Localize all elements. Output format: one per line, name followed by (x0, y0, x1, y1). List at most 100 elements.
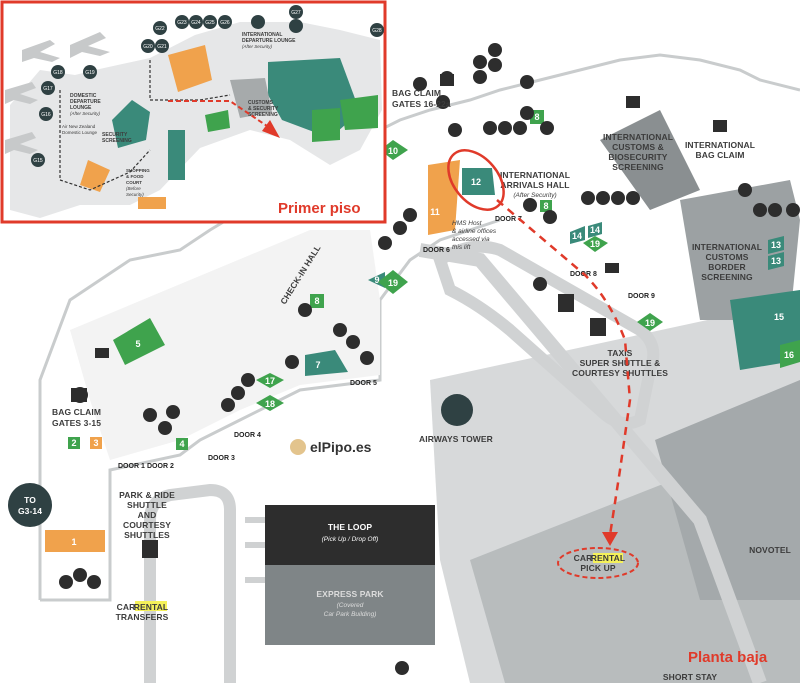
svg-text:(After Security): (After Security) (242, 44, 273, 49)
marker-8c[interactable]: 8 (540, 200, 552, 212)
svg-text:TAXIS: TAXIS (608, 348, 633, 358)
svg-text:18: 18 (265, 399, 275, 409)
svg-text:SHUTTLES: SHUTTLES (124, 530, 170, 540)
inset-orange-lounge (168, 45, 212, 92)
marker-10[interactable]: 10 (380, 140, 408, 160)
inset-air-nz-label: Air New Zealand Domestic Lounge (62, 124, 98, 135)
inset-orange-bottom (138, 197, 166, 209)
svg-text:G26: G26 (220, 20, 230, 26)
svg-text:SHUTTLE: SHUTTLE (127, 500, 167, 510)
svg-text:19: 19 (388, 278, 398, 288)
marker-12[interactable]: 12 (462, 168, 495, 195)
svg-text:(After Security): (After Security) (70, 111, 101, 116)
marker-8[interactable]: 8 (310, 294, 324, 308)
svg-text:CUSTOMS &: CUSTOMS & (612, 142, 664, 152)
door-9: DOOR 9 (628, 293, 655, 300)
svg-text:12: 12 (471, 177, 481, 187)
marker-13a[interactable]: 13 (768, 236, 784, 254)
svg-text:INTERNATIONAL: INTERNATIONAL (692, 242, 762, 252)
svg-text:13: 13 (771, 256, 781, 266)
svg-text:17: 17 (265, 376, 275, 386)
svg-text:BORDER: BORDER (708, 262, 745, 272)
service-icons (59, 43, 800, 675)
svg-text:EXPRESS PARK: EXPRESS PARK (316, 589, 384, 599)
inset-gate-circles (31, 5, 384, 167)
marker-4[interactable]: 4 (176, 438, 188, 450)
marker-5[interactable]: 5 (113, 318, 165, 365)
express-park-building (265, 565, 435, 645)
marker-19c[interactable]: 19 (637, 313, 663, 331)
route-arrowhead (602, 532, 618, 546)
marker-19a[interactable]: 19 (378, 270, 408, 294)
bag-claim-3-label: BAG CLAIM GATES 3-15 (52, 407, 101, 428)
terminal-outline-inner (40, 218, 501, 602)
svg-text:COURT: COURT (126, 180, 142, 185)
road-loop-taxi (432, 240, 660, 430)
marker-15[interactable]: 15 (774, 312, 784, 322)
svg-text:BAG CLAIM: BAG CLAIM (392, 88, 441, 98)
svg-text:TRANSFERS: TRANSFERS (116, 612, 169, 622)
road-park-ride (144, 483, 236, 683)
marker-14a[interactable]: 14 (570, 226, 585, 244)
svg-text:G20: G20 (143, 44, 153, 50)
svg-text:GATES 3-15: GATES 3-15 (52, 418, 101, 428)
car-rental-pickup-label[interactable]: CAR RENTAL PICK UP (557, 547, 639, 579)
marker-19b[interactable]: 19 (583, 236, 608, 252)
svg-text:G28: G28 (372, 28, 382, 34)
bag-claim-icon (71, 388, 87, 402)
door-7: DOOR 7 (495, 216, 522, 223)
svg-text:8: 8 (543, 201, 548, 211)
intl-arrivals-label: INTERNATIONAL ARRIVALS HALL (After Secur… (500, 170, 570, 199)
novotel-building (655, 380, 800, 600)
svg-text:Car Park Building): Car Park Building) (324, 611, 377, 618)
courtesy-shuttle-icon (590, 318, 606, 336)
marker-3[interactable]: 3 (93, 438, 98, 448)
inset-green-13 (205, 110, 230, 132)
to-g3-14-label[interactable]: TO G3-14 (18, 495, 42, 516)
svg-text:19: 19 (590, 239, 600, 249)
svg-text:DEPARTURE: DEPARTURE (70, 99, 101, 105)
svg-text:G24: G24 (191, 20, 201, 26)
svg-text:COURTESY: COURTESY (123, 520, 171, 530)
intl-customs-bio-label: INTERNATIONAL CUSTOMS & BIOSECURITY SCRE… (603, 132, 673, 172)
svg-text:SCREENING: SCREENING (248, 112, 278, 118)
the-loop-label: THE LOOP (Pick Up / Drop Off) (322, 522, 379, 543)
primer-piso-caption: Primer piso (278, 200, 361, 217)
svg-text:COURTESY SHUTTLES: COURTESY SHUTTLES (572, 368, 668, 378)
svg-text:16: 16 (784, 350, 794, 360)
marker-14b[interactable]: 14 (588, 222, 602, 238)
svg-text:5: 5 (135, 339, 140, 349)
marker-7[interactable]: 7 (305, 350, 348, 376)
express-park-label: EXPRESS PARK (Covered Car Park Building) (316, 589, 384, 618)
svg-text:Security): Security) (126, 192, 144, 197)
svg-text:GATES 16-22a: GATES 16-22a (392, 99, 451, 109)
svg-text:TO: TO (24, 495, 36, 505)
svg-text:SHOPPING: SHOPPING (126, 168, 150, 173)
marker-13b[interactable]: 13 (768, 252, 784, 270)
inset-security-line (59, 60, 231, 191)
svg-text:INTERNATIONAL: INTERNATIONAL (603, 132, 673, 142)
svg-text:G19: G19 (85, 70, 95, 76)
marker-11[interactable]: 11 (430, 207, 440, 217)
marker-18[interactable]: 18 (256, 395, 284, 411)
svg-text:BAG CLAIM: BAG CLAIM (695, 150, 744, 160)
svg-text:DEPARTURE LOUNGE: DEPARTURE LOUNGE (242, 38, 296, 44)
svg-text:14: 14 (590, 225, 600, 235)
inset-airplane-icons (5, 32, 110, 154)
svg-text:BIOSECURITY: BIOSECURITY (608, 152, 667, 162)
airways-tower-icon (441, 394, 473, 426)
marker-16[interactable]: 16 (780, 340, 800, 368)
svg-text:& airline offices: & airline offices (452, 228, 497, 235)
inset-route-arrowhead (262, 120, 280, 138)
svg-text:G15: G15 (33, 158, 43, 164)
svg-text:THE LOOP: THE LOOP (328, 522, 372, 532)
marker-17[interactable]: 17 (256, 373, 284, 388)
marker-1[interactable]: 1 (71, 537, 76, 547)
svg-text:CAR: CAR (117, 602, 136, 612)
svg-text:INTERNATIONAL: INTERNATIONAL (242, 32, 282, 38)
svg-text:G22: G22 (155, 26, 165, 32)
marker-2[interactable]: 2 (68, 437, 80, 449)
inset-teal-12 (112, 100, 150, 148)
svg-text:G23: G23 (177, 20, 187, 26)
